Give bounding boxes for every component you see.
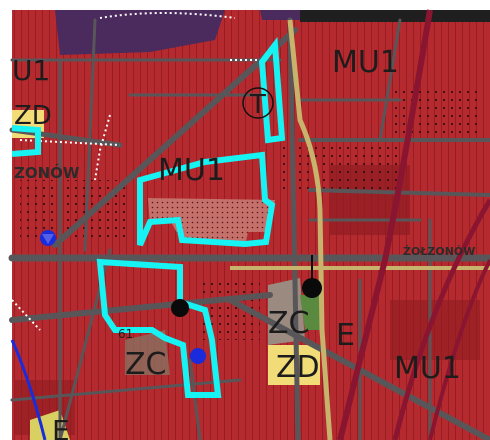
zone-purple-small bbox=[260, 10, 300, 20]
label-zd-bottom: ZD bbox=[276, 350, 320, 385]
label-mu1-bottom-right: MU1 bbox=[394, 351, 461, 386]
blue-line bbox=[10, 339, 47, 440]
tram-line bbox=[287, 19, 333, 440]
zone-zc-lower bbox=[125, 330, 170, 375]
black-dot-symbol[interactable] bbox=[171, 299, 189, 317]
street-zonow-left: ZONÓW bbox=[14, 163, 80, 182]
rail-line-2 bbox=[392, 198, 490, 440]
blue-triangle-symbol[interactable] bbox=[40, 230, 56, 246]
rail-line bbox=[337, 9, 433, 440]
label-mu1-center: MU1 bbox=[158, 153, 225, 188]
cyan-boundary-mu1[interactable] bbox=[137, 151, 276, 248]
street-zonow-right: ŻOŁZONÓW bbox=[403, 244, 475, 258]
road-network bbox=[8, 17, 490, 440]
label-zd-left: ZD bbox=[14, 101, 52, 131]
label-zc-number: 61 bbox=[118, 327, 133, 341]
label-mu1-left-edge: U1 bbox=[12, 54, 50, 87]
cyan-boundary-strip[interactable] bbox=[258, 36, 286, 144]
dot-texture-4 bbox=[390, 90, 480, 140]
label-zc-center: ZC bbox=[268, 306, 310, 341]
t-symbol-label: T bbox=[249, 90, 266, 120]
label-mu1-top-right: MU1 bbox=[332, 45, 399, 80]
zone-purple bbox=[55, 10, 225, 55]
blue-triangle-symbol-2[interactable] bbox=[190, 348, 206, 364]
label-e-right: E bbox=[336, 318, 355, 353]
cyan-boundary-left[interactable] bbox=[11, 125, 41, 157]
label-zc-lower: ZC bbox=[125, 347, 167, 382]
zone-green bbox=[300, 295, 322, 330]
label-e-bottom-left: E bbox=[52, 414, 70, 440]
tram-stop-symbol[interactable]: T bbox=[242, 87, 274, 120]
dot-texture-2 bbox=[280, 140, 400, 190]
top-dark-strip bbox=[300, 10, 490, 22]
rail-line-3 bbox=[428, 259, 490, 440]
